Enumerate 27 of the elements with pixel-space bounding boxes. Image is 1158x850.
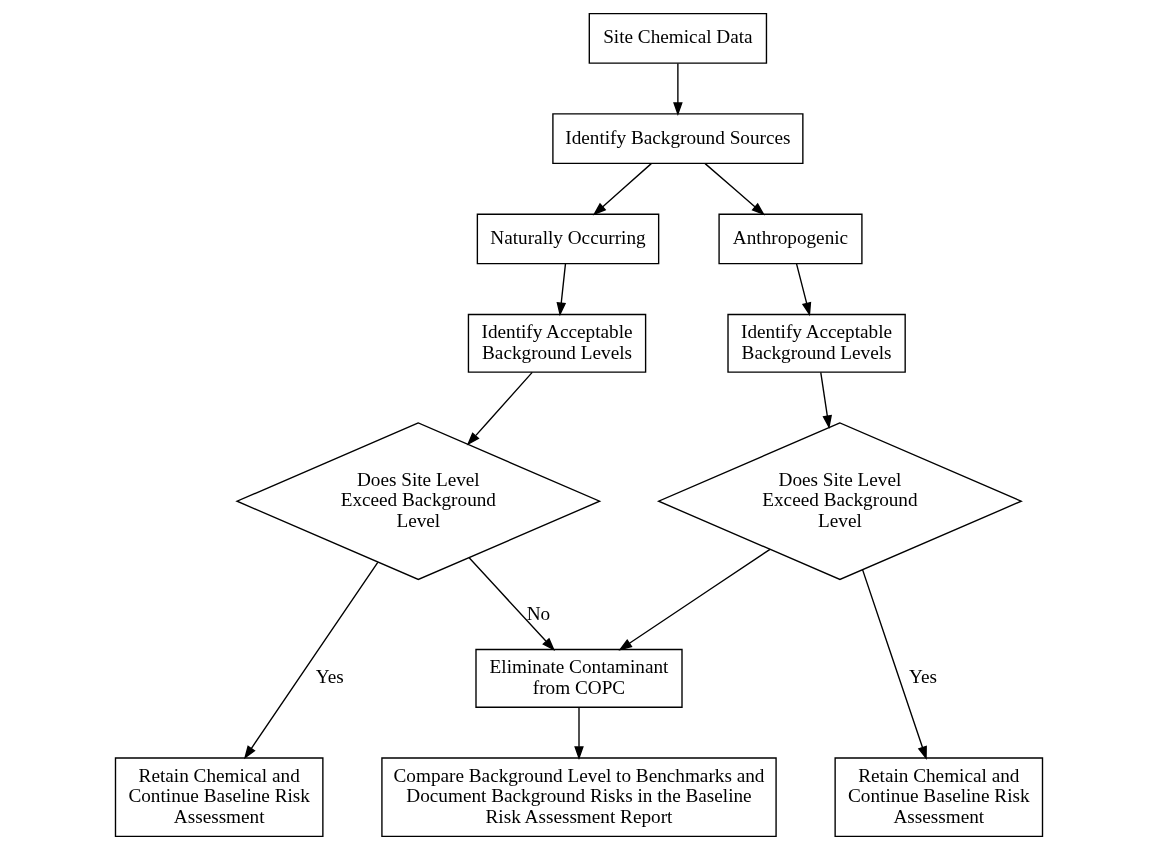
node-box: Site Chemical Data xyxy=(588,13,768,64)
edge-label: Yes xyxy=(315,666,344,688)
arrow xyxy=(592,162,652,216)
arrow xyxy=(243,561,379,760)
edge-label: No xyxy=(526,602,551,624)
arrow xyxy=(820,371,832,430)
arrow xyxy=(468,557,556,651)
node-box: Identify Background Sources xyxy=(552,113,804,165)
arrow xyxy=(673,62,683,116)
arrow xyxy=(466,371,533,446)
edge-label: Yes xyxy=(909,666,938,688)
node-box: Eliminate Contaminant from COPC xyxy=(475,648,683,708)
arrow xyxy=(574,706,584,761)
arrow xyxy=(704,162,766,216)
node-diamond: Does Site Level Exceed Background Level xyxy=(656,422,1023,581)
node-box: Retain Chemical and Continue Baseline Risk Assessment xyxy=(114,757,324,837)
node-box: Compare Background Level to Benchmarks and Document Background Risks in the Baseline Risk Assessment Report xyxy=(381,757,777,837)
arrow xyxy=(861,569,927,760)
node-diamond: Does Site Level Exceed Background Level xyxy=(235,422,602,581)
arrow xyxy=(618,548,771,651)
node-box: Naturally Occurring xyxy=(476,213,660,265)
node-box: Retain Chemical and Continue Baseline Risk Assessment xyxy=(834,757,1044,837)
node-box: Identify Acceptable Background Levels xyxy=(467,313,647,373)
node-box: Identify Acceptable Background Levels xyxy=(727,313,906,373)
arrow xyxy=(556,263,567,317)
arrow xyxy=(795,263,812,317)
node-box: Anthropogenic xyxy=(718,213,863,265)
